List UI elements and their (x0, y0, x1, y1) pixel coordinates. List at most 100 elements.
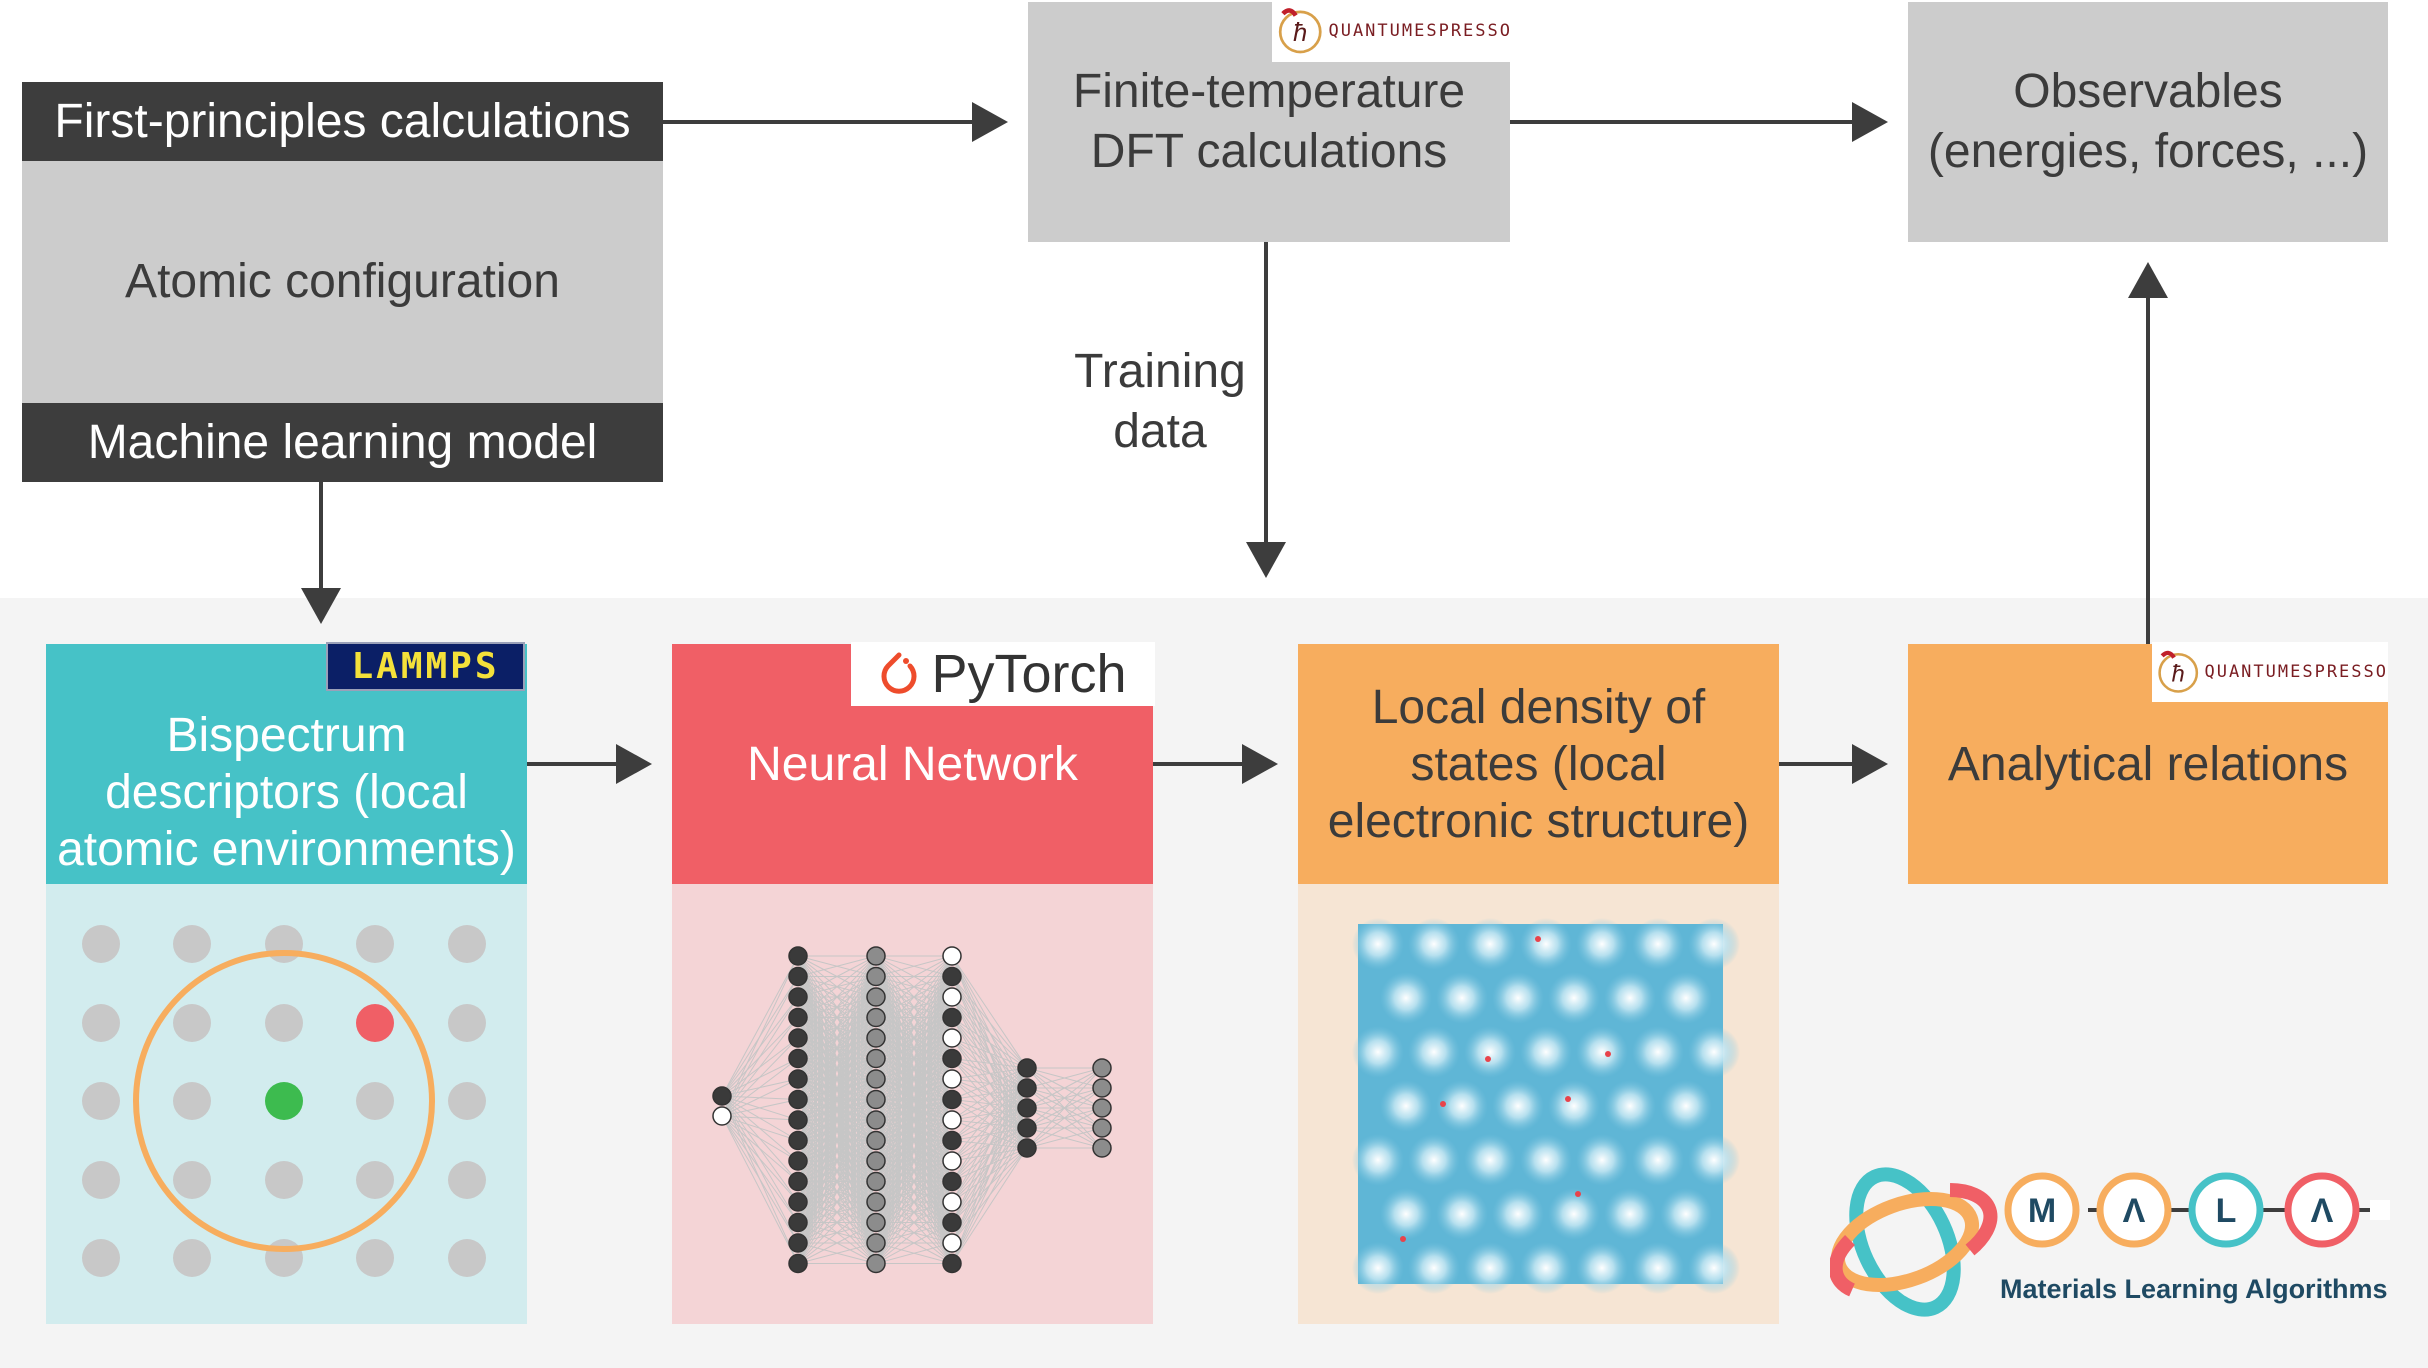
ldos-density-spot (1632, 1242, 1684, 1294)
observables-line1: Observables (2013, 65, 2283, 118)
nn-neuron (788, 1028, 808, 1048)
ldos-density-spot (1380, 972, 1432, 1024)
nn-neuron (788, 1233, 808, 1253)
first-principles-label: First-principles calculations (54, 95, 631, 148)
nn-neuron (1017, 1138, 1037, 1158)
svg-text:ħ: ħ (1293, 19, 1307, 47)
ldos-density-spot (1464, 1026, 1516, 1078)
ldos-density-spot (1576, 918, 1628, 970)
mala-letter-l: L (2216, 1192, 2237, 1230)
ldos-density-spot (1436, 1188, 1488, 1240)
ldos-density-spot (1352, 1026, 1404, 1078)
ldos-density-spot (1436, 972, 1488, 1024)
lammps-wordmark: LAMMPS (351, 646, 500, 687)
quantum-espresso-wordmark: QUANTUMESPRESSO (2204, 662, 2388, 682)
ldos-density-spot (1464, 918, 1516, 970)
ldos-density-spot (1632, 1026, 1684, 1078)
nn-neuron (942, 966, 962, 987)
ldos-density-spot (1576, 1026, 1628, 1078)
nn-neuron (1017, 1078, 1037, 1098)
nn-neuron (1092, 1138, 1112, 1158)
nn-neuron (788, 1089, 808, 1110)
ldos-density-spot (1548, 1188, 1600, 1240)
ldos-density-spot (1548, 972, 1600, 1024)
ldos-density-spot (1520, 918, 1572, 970)
nn-neuron (866, 1233, 886, 1253)
first-principles-header: First-principles calculations (22, 82, 663, 161)
neural-network-label: Neural Network (747, 737, 1078, 791)
nn-neuron (866, 1151, 886, 1171)
nn-neuron (712, 1086, 732, 1106)
observables-box: Observables (energies, forces, ...) (1908, 2, 2388, 242)
mala-circle-m (2004, 1172, 2080, 1248)
nn-neuron (1092, 1078, 1112, 1098)
bispectrum-line1: Bispectrum (166, 708, 407, 762)
ldos-density-spot (1520, 1026, 1572, 1078)
nn-neuron (942, 1212, 962, 1233)
observables-line2: (energies, forces, ...) (1927, 125, 2369, 178)
ldos-density-spot (1464, 1134, 1516, 1186)
nn-neuron (866, 1253, 886, 1274)
nn-neuron (942, 987, 962, 1007)
analytical-relations-label: Analytical relations (1947, 737, 2349, 791)
ldos-density-spot (1604, 1080, 1656, 1132)
mala-circle-a2 (2284, 1172, 2360, 1248)
ldos-density-spot (1604, 972, 1656, 1024)
bispectrum-line2: descriptors (local (105, 765, 468, 819)
ldos-density-spot (1352, 918, 1404, 970)
nn-neuron (1092, 1058, 1112, 1078)
bispectrum-line3: atomic environments) (57, 822, 516, 876)
nn-neuron (788, 966, 808, 987)
mala-circle-l (2188, 1172, 2264, 1248)
nn-neuron (788, 1171, 808, 1192)
nn-neuron (866, 1130, 886, 1151)
ldos-density-spot (1464, 1242, 1516, 1294)
nn-neuron (1092, 1118, 1112, 1138)
nn-neuron (866, 1028, 886, 1048)
nn-neuron (866, 1007, 886, 1028)
nn-neuron (866, 1048, 886, 1069)
ldos-density-spot (1408, 1026, 1460, 1078)
ldos-density-spot (1632, 1134, 1684, 1186)
nn-neuron (866, 1089, 886, 1110)
neighbor-atom (356, 1004, 394, 1042)
quantum-espresso-icon: ħ (1278, 8, 1322, 54)
ldos-atom-marker (1535, 936, 1541, 942)
ldos-density-map (1352, 918, 1740, 1294)
ml-model-header: Machine learning model (22, 403, 663, 482)
ldos-density-spot (1660, 1188, 1712, 1240)
atomic-environment-panel (46, 884, 527, 1324)
training-line2: data (1113, 405, 1207, 458)
ldos-density-spot (1604, 1188, 1656, 1240)
nn-neuron (788, 1151, 808, 1171)
nn-neuron (942, 1192, 962, 1212)
ldos-density-spot (1576, 1242, 1628, 1294)
ldos-atom-marker (1440, 1101, 1446, 1107)
nn-neuron (1017, 1058, 1037, 1078)
atomic-environment-graphic (82, 925, 486, 1277)
ldos-density-spot (1520, 1242, 1572, 1294)
neural-network-graphic (712, 946, 1112, 1274)
central-atom (265, 1082, 303, 1120)
mala-tagline: Materials Learning Algorithms (2000, 1274, 2388, 1304)
ldos-atom-marker (1400, 1236, 1406, 1242)
dft-line2: DFT calculations (1090, 125, 1448, 178)
mala-circle-a1 (2096, 1172, 2172, 1248)
nn-neuron (866, 966, 886, 987)
nn-neuron (942, 1233, 962, 1253)
ldos-density-spot (1660, 1080, 1712, 1132)
ldos-density-spot (1408, 918, 1460, 970)
ldos-atom-marker (1575, 1191, 1581, 1197)
nn-neuron (942, 1171, 962, 1192)
nn-neuron (942, 1130, 962, 1151)
mala-logo-graphic: M Λ L Λ Materials Learning Algorithms (1828, 1167, 2390, 1317)
nn-neuron (866, 946, 886, 966)
mala-logo: M Λ L Λ Materials Learning Algorithms (1828, 1150, 2390, 1330)
ldos-line3: electronic structure) (1327, 794, 1750, 848)
atomic-configuration-box: Atomic configuration (22, 161, 663, 403)
mala-letter-m: M (2028, 1192, 2056, 1230)
ldos-density-spot (1408, 1134, 1460, 1186)
ldos-panel (1298, 884, 1779, 1324)
ldos-density-spot (1548, 1080, 1600, 1132)
nn-neuron (866, 1110, 886, 1130)
